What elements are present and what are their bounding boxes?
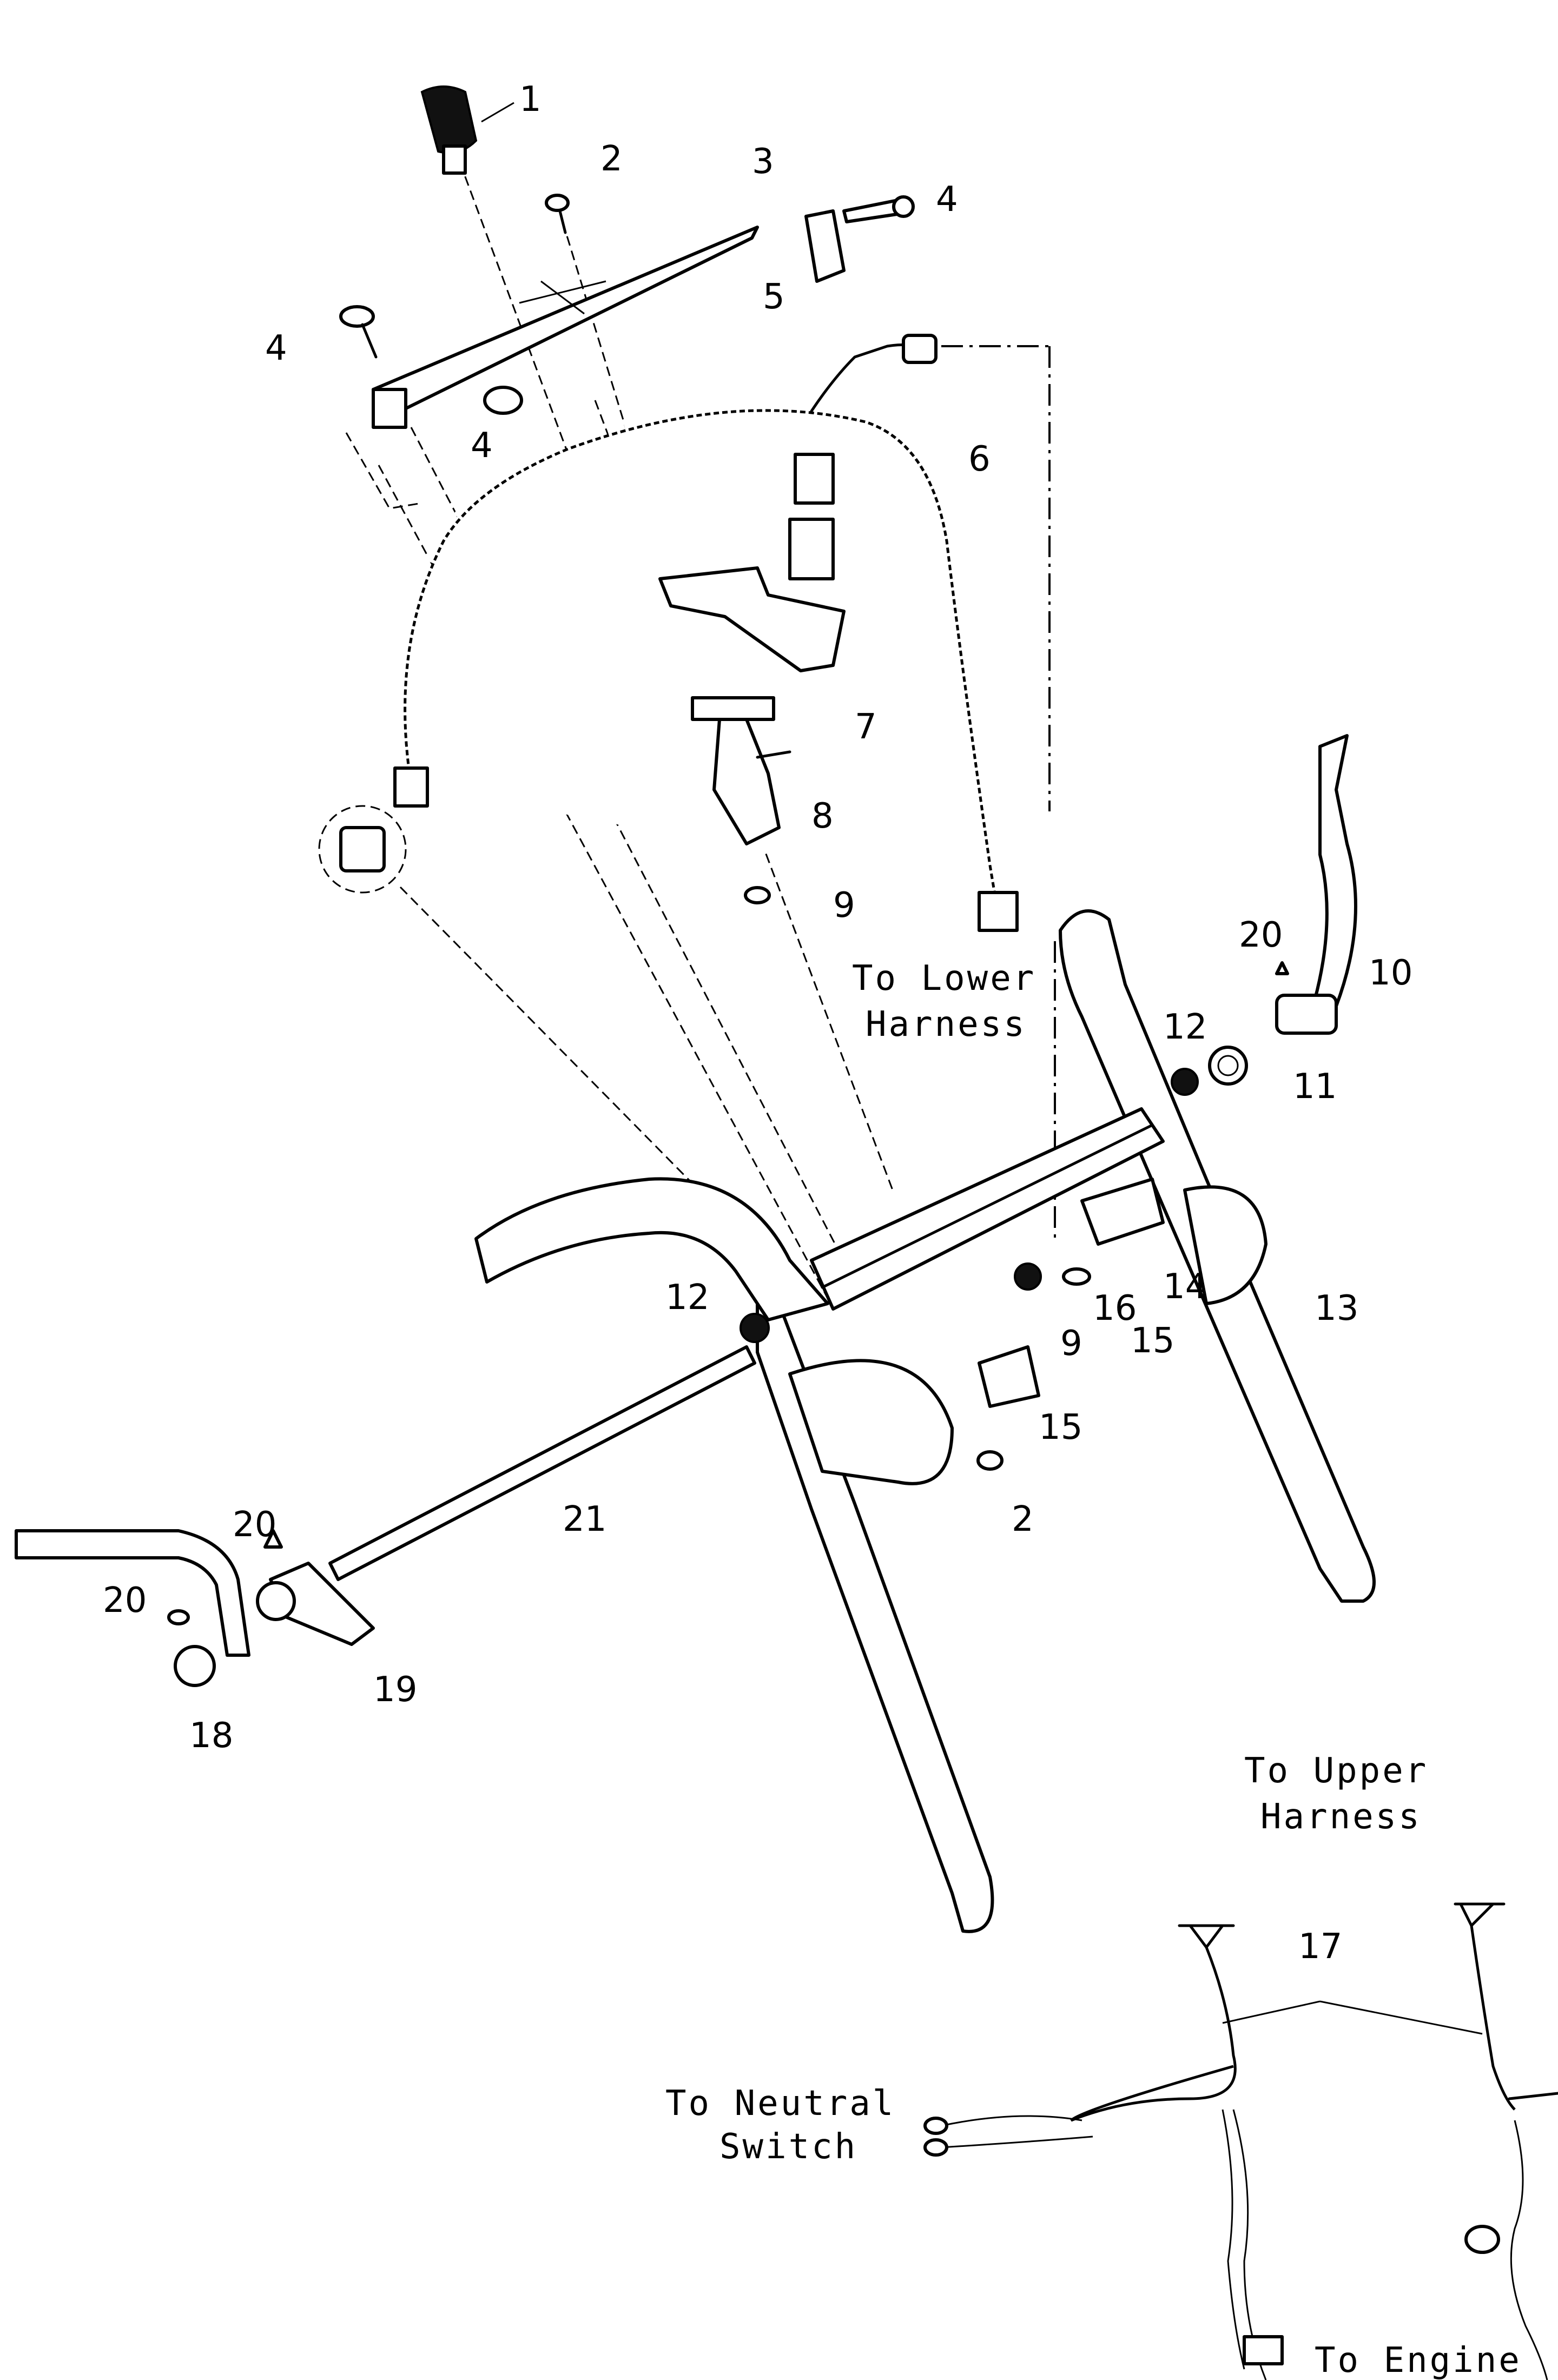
label-4-center: 4 [471, 426, 493, 466]
label-15-center: 15 [1039, 1407, 1082, 1447]
part-3-plate [372, 226, 759, 429]
lower-harness-line1: To Lower [852, 958, 1036, 999]
part-5-clip [804, 209, 846, 283]
part-labels: 1 2 3 4 5 4 4 6 7 8 9 10 20 12 11 14 16 … [103, 80, 1412, 1967]
part-4-bolt-right [842, 195, 915, 223]
upper-harness-line1: To Upper [1244, 1751, 1428, 1791]
part-11-spring [1208, 1046, 1248, 1086]
label-2-top: 2 [600, 139, 623, 179]
neutral-switch-line1: To Neutral [665, 2084, 895, 2124]
part-14-switch [1080, 1178, 1165, 1246]
part-2-screw-center [976, 1450, 1004, 1471]
part-1-knob [420, 85, 478, 175]
part-17-lower-harness [923, 1902, 1558, 2380]
label-17: 17 [1298, 1927, 1342, 1967]
label-11: 11 [1293, 1067, 1337, 1107]
part-13-handle-frame [474, 909, 1376, 1933]
part-15-switch-center [978, 1345, 1040, 1408]
lower-harness-line2: Harness [866, 1004, 1027, 1044]
label-10: 10 [1369, 953, 1412, 993]
part-16-screw [1062, 1267, 1091, 1286]
label-5: 5 [763, 277, 785, 317]
callout-labels: To Lower Harness To Upper Harness To Neu… [665, 958, 1522, 2380]
label-20-left-top: 20 [233, 1505, 276, 1545]
label-3: 3 [752, 142, 774, 182]
label-15-right: 15 [1131, 1321, 1174, 1361]
label-16: 16 [1093, 1288, 1137, 1328]
label-9-top: 9 [833, 885, 855, 925]
label-14: 14 [1163, 1267, 1207, 1307]
label-21: 21 [563, 1499, 606, 1539]
part-19-arm [256, 1562, 375, 1646]
neutral-switch-line2: Switch [719, 2127, 857, 2167]
label-4-right: 4 [936, 180, 958, 220]
label-7: 7 [855, 707, 877, 747]
part-9-screw-center [1014, 1262, 1042, 1291]
label-20-left-bottom: 20 [103, 1581, 147, 1621]
label-6: 6 [968, 439, 991, 479]
part-20-pin-right [1275, 961, 1289, 975]
part-2-screw-top [545, 194, 570, 234]
label-20-right: 20 [1239, 915, 1283, 955]
label-4-left: 4 [265, 328, 287, 368]
engine-label: To Engine [1315, 2341, 1522, 2380]
part-9-screw-top [744, 886, 771, 904]
label-2-center: 2 [1012, 1499, 1034, 1539]
part-18-lever-left [15, 1529, 250, 1687]
connector-detail [318, 805, 407, 894]
part-12-bushing-left [740, 1313, 770, 1343]
label-9-center: 9 [1060, 1324, 1082, 1364]
label-1: 1 [519, 80, 542, 120]
part-20-pins-left [167, 1529, 283, 1625]
part-4-bolt-center [483, 386, 523, 415]
label-19: 19 [373, 1670, 417, 1710]
label-13: 13 [1315, 1288, 1358, 1328]
part-10-lever-right [1275, 734, 1357, 1035]
part-21-shaft [328, 1345, 756, 1581]
label-12-left: 12 [665, 1278, 709, 1318]
part-8-switch [691, 696, 791, 845]
label-8: 8 [811, 796, 834, 836]
part-12-bushing-right [1171, 1068, 1199, 1096]
label-12-right: 12 [1163, 1007, 1207, 1047]
label-18: 18 [189, 1716, 233, 1756]
part-7-bracket [658, 566, 846, 672]
part-6-harness [393, 334, 1019, 932]
upper-harness-line2: Harness [1260, 1797, 1422, 1837]
part-4-bolt-left [339, 305, 378, 359]
